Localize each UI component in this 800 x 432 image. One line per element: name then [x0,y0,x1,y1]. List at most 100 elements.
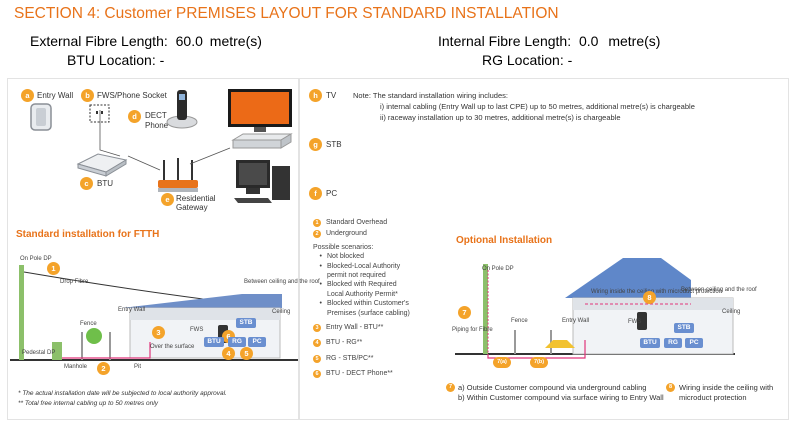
internal-fibre-label: Internal Fibre Length: [438,33,572,49]
ftth-over-surface: Over the surface [150,344,195,350]
footnote-2: ** Total free internal cabling up to 50 … [18,400,158,407]
btu-location-label: BTU Location: [67,52,156,68]
label-fws-socket: FWS/Phone Socket [97,91,167,100]
legend-num-6: 6 [313,370,321,379]
ftth-badge-1: 1 [47,262,60,275]
optional-wiring-ceiling: Wiring inside the ceiling with microduct… [591,289,723,295]
note-prefix: Note: [353,91,371,100]
optional-rg-box: RG [664,338,682,348]
legend-num-3: 3 [313,324,321,333]
ftth-badge-4: 4 [222,347,235,360]
external-fibre-value: 60.0 [175,33,203,49]
ftth-manhole: Manhole [64,364,88,370]
legend-standard-overhead: Standard Overhead [326,219,388,226]
badge-b: b [81,89,94,102]
optional-badge-7b: 7(b) [530,357,548,368]
legend-rg-stb-pc: RG - STB/PC** [326,354,374,362]
badge-h: h [309,89,322,102]
installation-legend: 1 Standard Overhead 2 Underground Possible… [313,219,410,379]
scenario-not-blocked: Not blocked [327,253,364,261]
residential-gateway-icon [158,158,198,192]
internal-fibre-length: Internal Fibre Length: 0.0 metre(s) [438,33,660,49]
entry-wall-icon [30,103,52,131]
optional-item-7b: b) Within Customer compound via surface … [458,393,664,402]
optional-ceiling: Ceiling [722,309,741,315]
internal-fibre-unit: metre(s) [608,33,661,49]
optional-item-8a: Wiring inside the ceiling with [679,383,774,392]
external-fibre-label: External Fibre Length: [30,33,168,49]
external-fibre-unit: metre(s) [209,33,262,49]
label-gateway-line1: Residential [176,194,216,203]
stb-device-icon [231,133,293,149]
label-pc: PC [326,189,338,198]
ftth-stb-box: STB [236,318,256,328]
btu-location-value: - [159,52,165,68]
scenario-blocked-premises-b: Premises (surface cabling) [327,309,410,317]
note-heading: The standard installation wiring include… [372,91,508,100]
legend-underground: Underground [326,230,367,238]
optional-badge-7: 7 [458,306,471,319]
label-stb: STB [326,140,342,149]
badge-e: e [161,193,174,206]
label-dect-line2: Phone [145,121,169,130]
optional-fws: FWS [628,319,642,325]
label-entry-wall: Entry Wall [37,91,74,100]
badge-f: f [309,187,322,200]
optional-ceiling-roof: Between ceiling and the roof [681,287,757,293]
external-fibre-length: External Fibre Length: 60.0 metre(s) [30,33,262,49]
ftth-drop-fibre: Drop Fibre [60,279,89,285]
right-panel [299,78,789,420]
legend-num-1: 1 [313,219,321,227]
ftth-btu-box: BTU [204,337,224,347]
optional-piping: Piping for Fibre [452,327,493,333]
legend-num-2: 2 [313,230,321,239]
optional-legend-7: 7 [446,383,455,392]
left-panel [7,78,299,420]
btu-device-icon [76,153,128,177]
internal-fibre-value: 0.0 [578,33,599,49]
badge-a: a [21,89,34,102]
badge-c: c [80,177,93,190]
optional-badge-7a: 7(a) [493,357,511,368]
equipment-cables [99,110,231,171]
btu-location: BTU Location: - [67,52,164,68]
ftth-rg-box: RG [228,337,246,347]
tv-icon [228,89,292,132]
rg-location: RG Location: - [482,52,572,68]
ftth-badge-2: 2 [97,362,110,375]
optional-title: Optional Installation [456,235,553,246]
optional-on-pole-dp: On Pole DP [482,266,514,272]
dect-phone-icon [166,90,198,129]
ftth-on-pole-dp: On Pole DP [20,256,52,262]
optional-badge-8: 8 [643,291,656,304]
ftth-fence: Fence [80,321,97,327]
rg-location-label: RG Location: [482,52,564,68]
ftth-pc-box: PC [248,337,266,347]
optional-pc-box: PC [685,338,703,348]
legend-num-4: 4 [313,339,321,348]
badge-d: d [128,110,141,123]
optional-stb-box: STB [674,323,694,333]
scenario-blocked-permit-b: Local Authority Permit* [327,290,398,298]
ftth-badge-5: 5 [240,347,253,360]
optional-fence: Fence [511,318,528,324]
legend-btu-rg: BTU - RG** [326,339,363,347]
optional-entry-wall: Entry Wall [562,318,590,324]
label-gateway-line2: Gateway [176,203,208,212]
ftth-pit: Pit [134,364,142,370]
section-title: SECTION 4: Customer PREMISES LAYOUT FOR … [14,5,559,22]
legend-btu-dect: BTU - DECT Phone** [326,370,393,378]
ftth-badge-3: 3 [152,326,165,339]
scenario-blocked-premises-a: Blocked within Customer's [327,300,409,308]
pc-icon [234,160,290,203]
optional-btu-box: BTU [640,338,660,348]
phone-socket-icon [89,104,110,123]
label-dect-line1: DECT [145,111,167,120]
optional-item-7a: a) Outside Customer compound via undergr… [458,383,647,392]
footnote-1: * The actual installation date will be s… [18,390,227,397]
note-line-1: Note: The standard installation wiring i… [353,91,508,100]
ftth-ceiling: Ceiling [272,309,291,315]
legend-scenarios-title: Possible scenarios: [313,243,374,251]
rg-location-value: - [567,52,573,68]
ftth-title: Standard installation for FTTH [16,229,160,240]
